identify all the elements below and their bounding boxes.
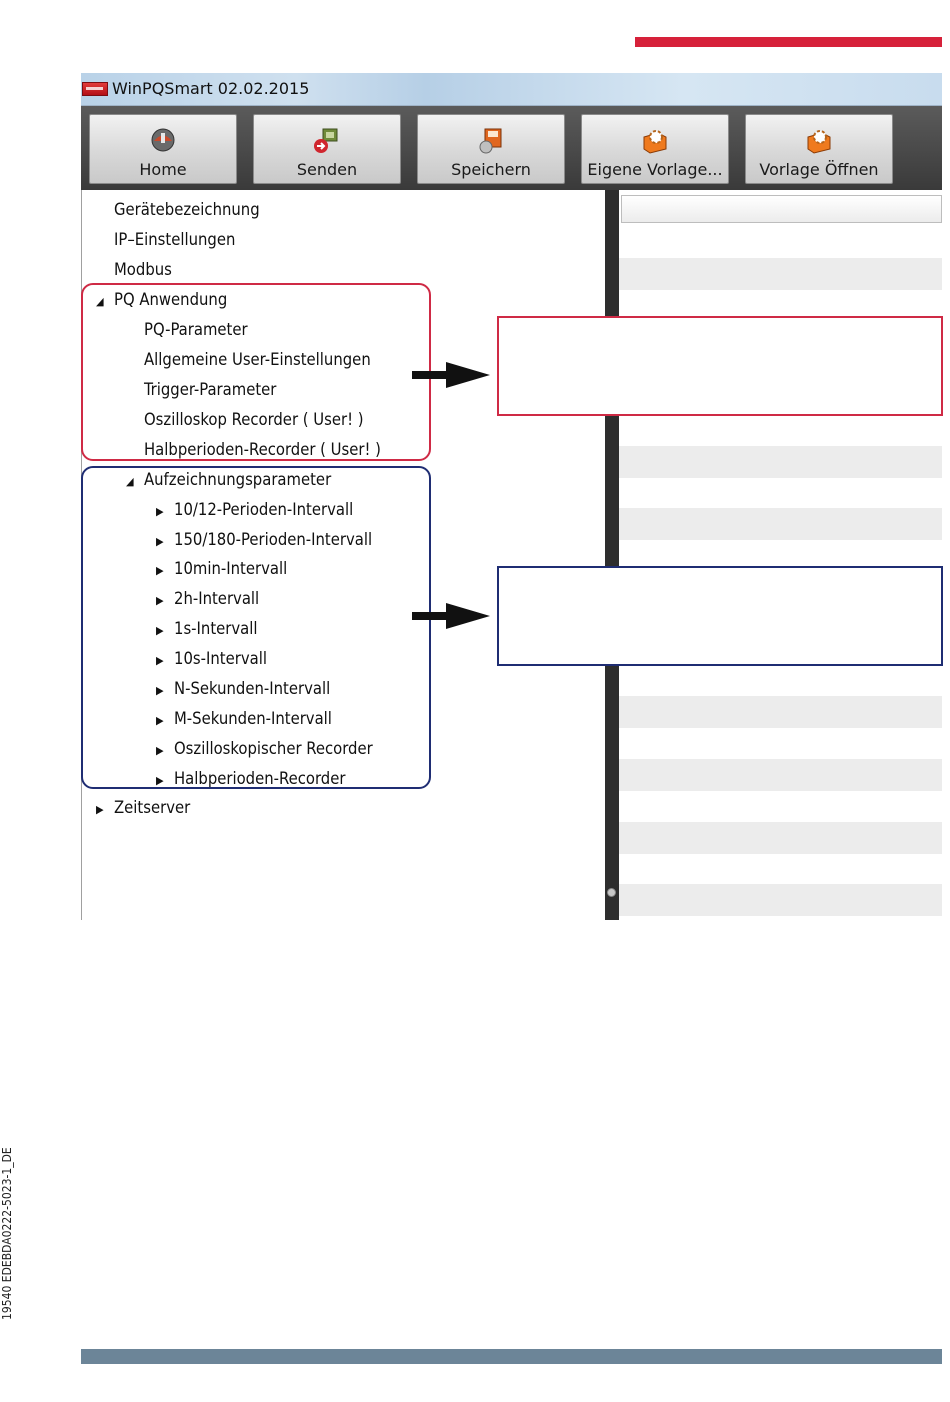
document-id: 19540 EDEBDA0222-5023-1_DE [0, 1147, 14, 1320]
detail-row [619, 822, 942, 854]
detail-pane [619, 190, 942, 920]
tree-item-150-180-perioden-intervall[interactable]: ▶ 150/180-Perioden-Intervall [156, 527, 372, 553]
home-button[interactable]: Home [89, 114, 237, 184]
tree-item-label: IP–Einstellungen [114, 230, 236, 249]
detail-row [619, 446, 942, 478]
open-template-button[interactable]: Vorlage Öffnen [745, 114, 893, 184]
expand-triangle-icon[interactable]: ▶ [156, 594, 164, 607]
tree-item-10-12-perioden-intervall[interactable]: ▶ 10/12-Perioden-Intervall [156, 497, 353, 523]
tree-item-m-sekunden-intervall[interactable]: ▶ M-Sekunden-Intervall [156, 706, 332, 732]
tree-item-label: M-Sekunden-Intervall [174, 709, 332, 728]
pointer-arrow-icon [446, 603, 490, 629]
tree-item-label: Zeitserver [114, 798, 191, 817]
send-button-label: Senden [296, 160, 358, 179]
pointer-arrow-shaft [412, 612, 448, 620]
tree-item-label: Gerätebezeichnung [114, 200, 260, 219]
detail-field[interactable] [621, 195, 942, 223]
expand-triangle-icon[interactable]: ▶ [156, 564, 164, 577]
tree-item-pq-parameter[interactable]: PQ-Parameter [126, 317, 248, 343]
expand-triangle-icon[interactable]: ▶ [156, 654, 164, 667]
footer-bar [81, 1349, 942, 1364]
detail-row [619, 696, 942, 728]
template-gear-icon [643, 130, 667, 154]
pointer-arrow-shaft [412, 371, 448, 379]
settings-tree: Gerätebezeichnung IP–Einstellungen Modbu… [81, 190, 606, 920]
pointer-arrow-icon [446, 362, 490, 388]
tree-item-oszilloskopischer-recorder[interactable]: ▶ Oszilloskopischer Recorder [156, 736, 373, 762]
tree-item-allgemeine-user-einstellungen[interactable]: Allgemeine User-Einstellungen [126, 347, 371, 373]
splitter-grip-icon[interactable] [607, 888, 616, 897]
window-title: WinPQSmart 02.02.2015 [112, 79, 310, 98]
tree-item-label: 150/180-Perioden-Intervall [174, 530, 373, 549]
tree-item-label: Oszilloskopischer Recorder [174, 739, 373, 758]
send-icon [314, 128, 338, 153]
app-window: WinPQSmart 02.02.2015 Home Senden [81, 73, 942, 920]
header-accent-bar [635, 37, 942, 47]
tree-item-label: Halbperioden-Recorder [174, 769, 346, 788]
tree-item-label: 10/12-Perioden-Intervall [174, 500, 354, 519]
tree-item-label: Halbperioden-Recorder ( User! ) [144, 440, 381, 459]
toolbar: Home Senden Speichern Eigene [81, 106, 942, 190]
home-button-label: Home [139, 160, 187, 179]
expand-triangle-icon[interactable]: ▶ [156, 714, 164, 727]
expand-triangle-icon[interactable]: ▶ [96, 803, 104, 816]
send-button[interactable]: Senden [253, 114, 401, 184]
own-template-button[interactable]: Eigene Vorlage... [581, 114, 729, 184]
tree-item-label: Trigger-Parameter [144, 380, 277, 399]
detail-row [619, 508, 942, 540]
highlight-box-aufzeichnungsparameter [81, 466, 431, 789]
tree-item-label: N-Sekunden-Intervall [174, 679, 331, 698]
tree-item-trigger-parameter[interactable]: Trigger-Parameter [126, 377, 276, 403]
home-icon [151, 128, 175, 152]
tree-item-label: 10min-Intervall [174, 559, 288, 578]
save-icon [479, 128, 502, 154]
tree-item-label: Oszilloskop Recorder ( User! ) [144, 410, 364, 429]
title-bar: WinPQSmart 02.02.2015 [81, 73, 942, 106]
tree-item-1s-intervall[interactable]: ▶ 1s-Intervall [156, 616, 258, 642]
app-logo-icon [82, 82, 108, 96]
expand-triangle-icon[interactable]: ▶ [156, 774, 164, 787]
tree-item-halbperioden-recorder-user[interactable]: Halbperioden-Recorder ( User! ) [126, 437, 381, 463]
callout-box-blue [497, 566, 943, 666]
tree-item-zeitserver[interactable]: ▶ Zeitserver [96, 795, 190, 821]
tree-item-pq-anwendung[interactable]: ◢ PQ Anwendung [96, 287, 227, 313]
tree-item-halbperioden-recorder[interactable]: ▶ Halbperioden-Recorder [156, 766, 345, 792]
detail-row [619, 884, 942, 916]
open-template-button-label: Vorlage Öffnen [759, 160, 879, 179]
tree-item-oszilloskop-recorder[interactable]: Oszilloskop Recorder ( User! ) [126, 407, 364, 433]
tree-item-2h-intervall[interactable]: ▶ 2h-Intervall [156, 586, 259, 612]
tree-item-label: Allgemeine User-Einstellungen [144, 350, 371, 369]
detail-row [619, 759, 942, 791]
tree-item-label: Modbus [114, 260, 172, 279]
save-button[interactable]: Speichern [417, 114, 565, 184]
expand-triangle-icon[interactable]: ▶ [156, 684, 164, 697]
pane-splitter[interactable] [605, 190, 619, 920]
collapse-triangle-icon[interactable]: ◢ [96, 295, 104, 308]
expand-triangle-icon[interactable]: ▶ [156, 535, 164, 548]
tree-item-n-sekunden-intervall[interactable]: ▶ N-Sekunden-Intervall [156, 676, 330, 702]
collapse-triangle-icon[interactable]: ◢ [126, 475, 134, 488]
tree-item-modbus[interactable]: Modbus [96, 257, 172, 283]
tree-item-label: PQ-Parameter [144, 320, 248, 339]
tree-item-label: Aufzeichnungsparameter [144, 470, 332, 489]
expand-triangle-icon[interactable]: ▶ [156, 624, 164, 637]
tree-item-10min-intervall[interactable]: ▶ 10min-Intervall [156, 556, 287, 582]
tree-item-10s-intervall[interactable]: ▶ 10s-Intervall [156, 646, 267, 672]
highlight-box-pq-anwendung [81, 283, 431, 461]
tree-item-geraetebezeichnung[interactable]: Gerätebezeichnung [96, 197, 260, 223]
tree-item-ip-einstellungen[interactable]: IP–Einstellungen [96, 227, 235, 253]
expand-triangle-icon[interactable]: ▶ [156, 505, 164, 518]
tree-item-label: 1s-Intervall [174, 619, 258, 638]
save-button-label: Speichern [451, 160, 531, 179]
detail-row [619, 258, 942, 290]
expand-triangle-icon[interactable]: ▶ [156, 744, 164, 757]
callout-box-red [497, 316, 943, 416]
own-template-button-label: Eigene Vorlage... [587, 160, 723, 179]
template-open-icon [807, 130, 831, 154]
tree-item-label: PQ Anwendung [114, 290, 228, 309]
tree-item-aufzeichnungsparameter[interactable]: ◢ Aufzeichnungsparameter [126, 467, 331, 493]
tree-item-label: 10s-Intervall [174, 649, 267, 668]
tree-item-label: 2h-Intervall [174, 589, 260, 608]
